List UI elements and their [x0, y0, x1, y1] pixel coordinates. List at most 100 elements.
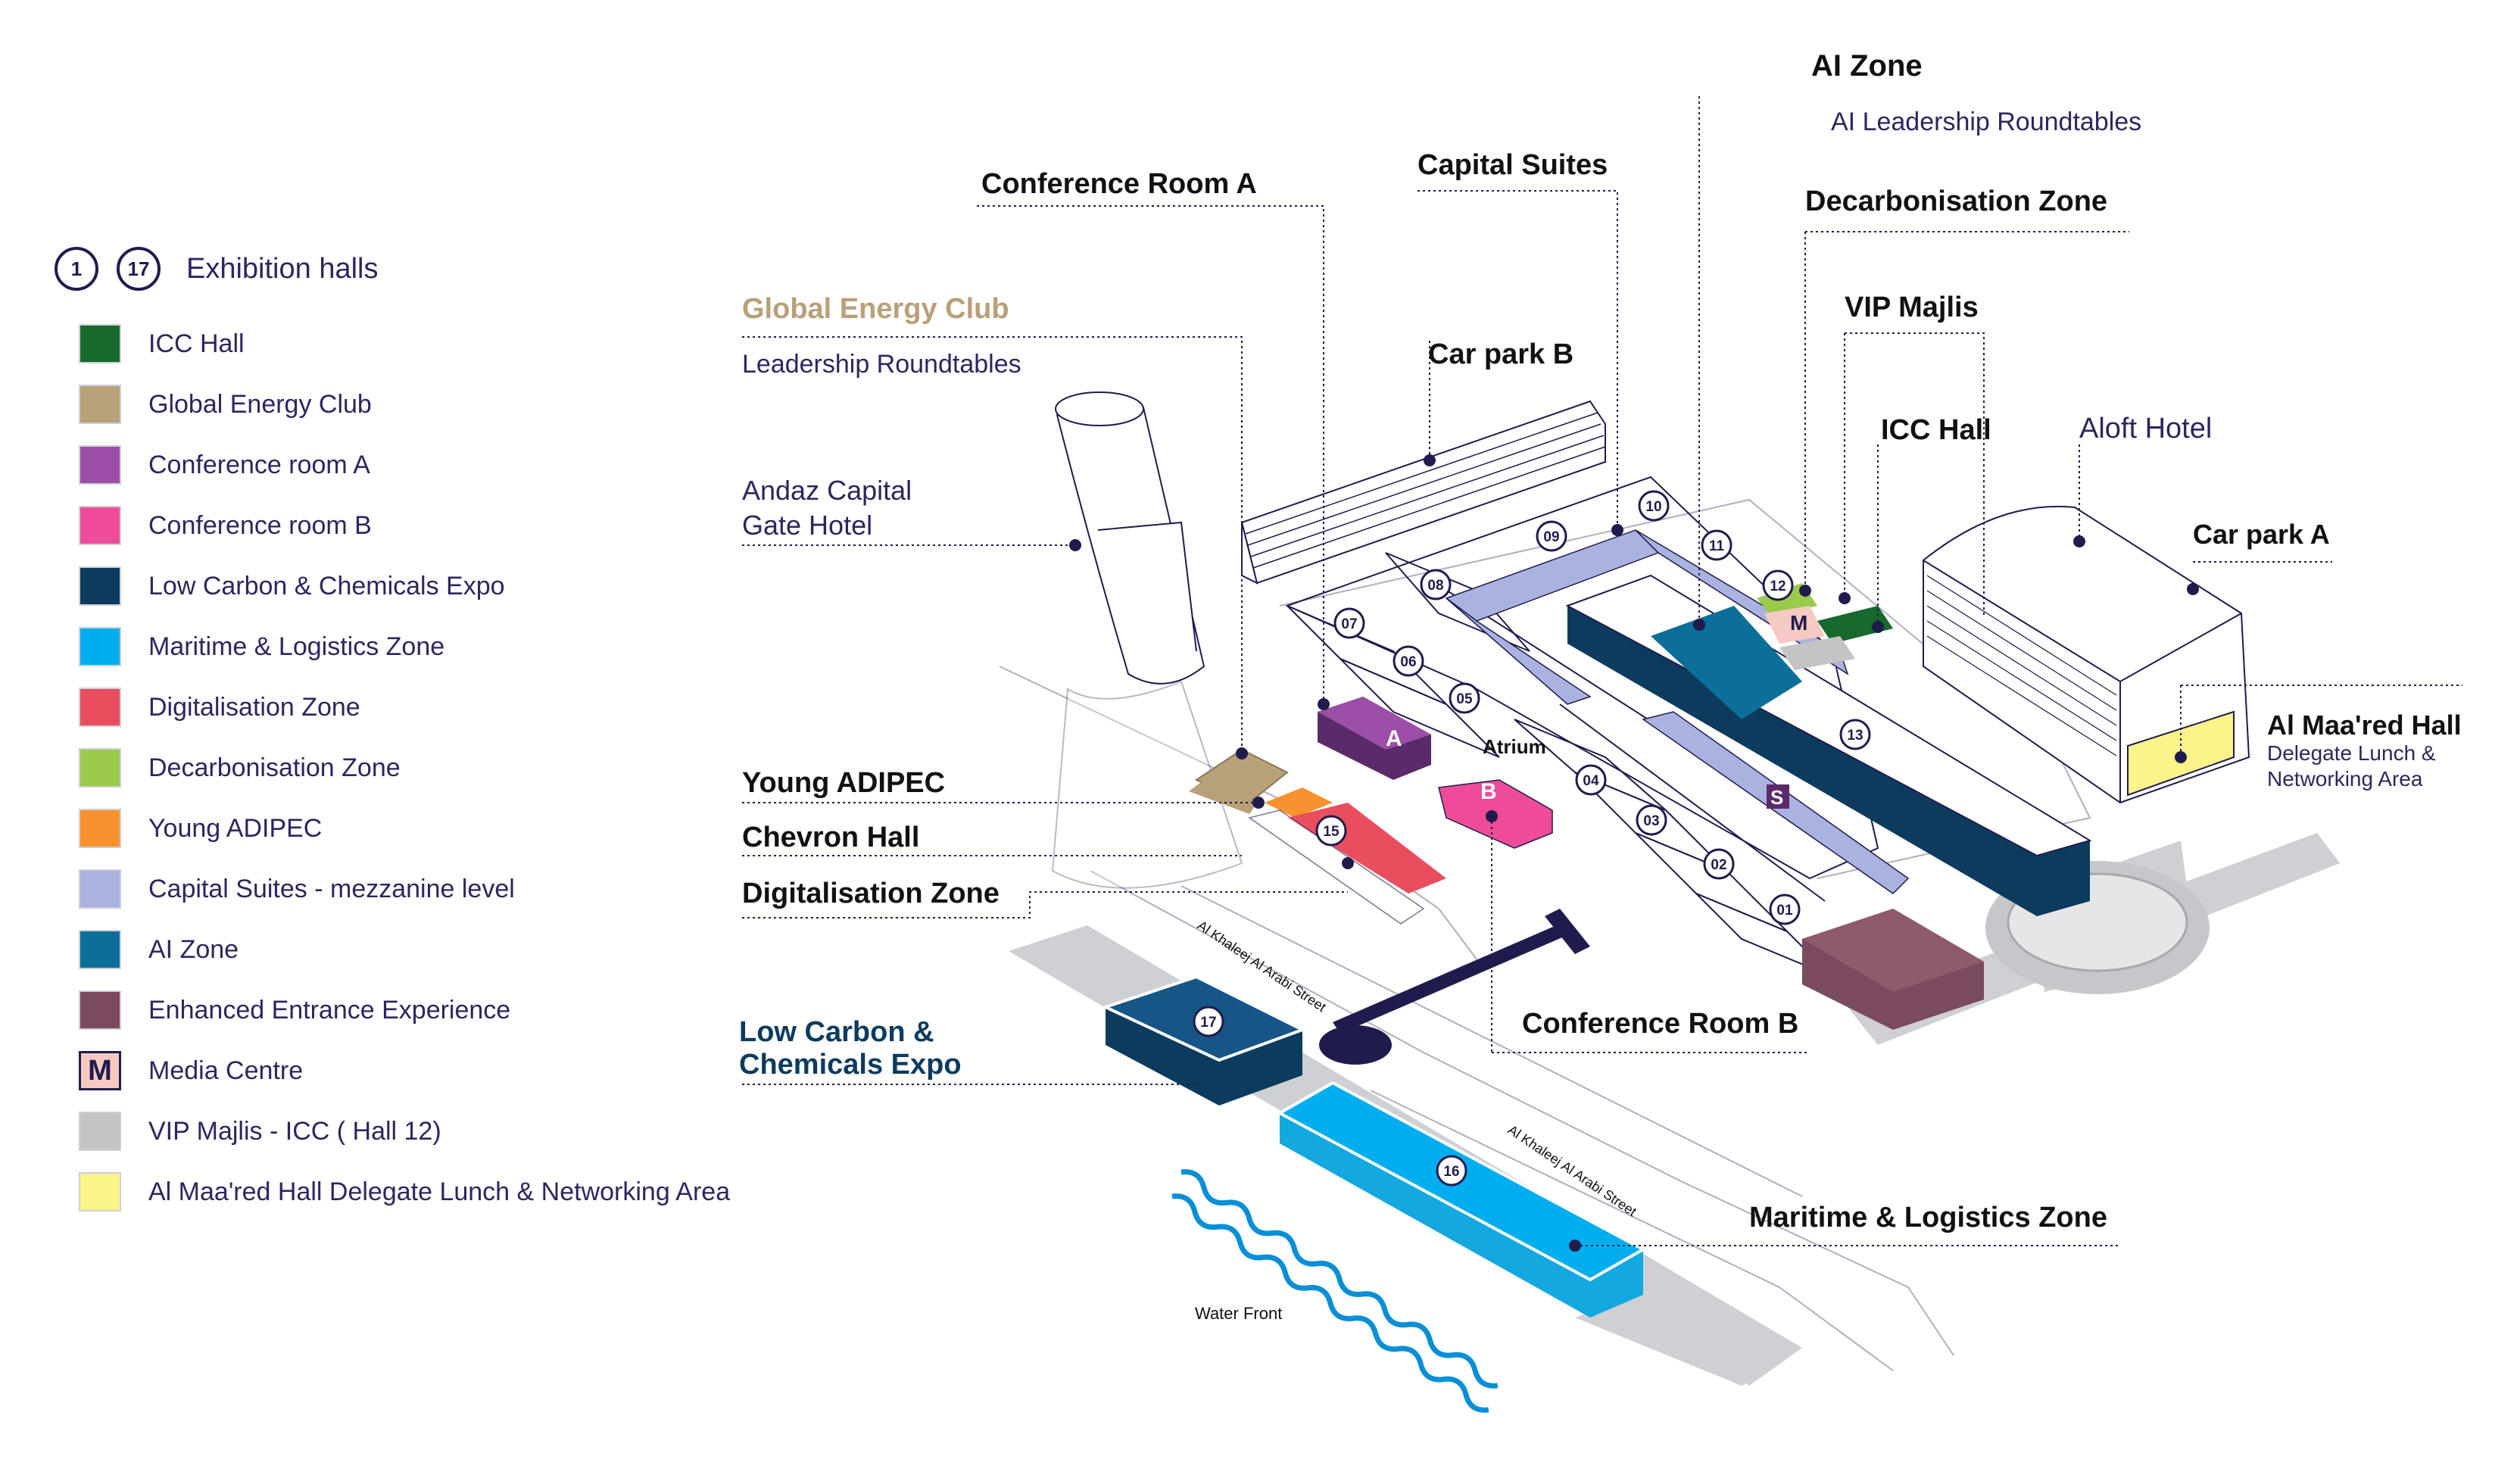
- capital-suites-label: Capital Suites: [1418, 149, 1608, 181]
- hall-number-icon: 1: [55, 247, 98, 291]
- legend-swatch: [79, 324, 121, 363]
- hall-number-circle: [1315, 815, 1347, 847]
- roads: [1009, 833, 2340, 1386]
- legend-item-vip-majlis: VIP Majlis - ICC ( Hall 12): [79, 1110, 441, 1152]
- media-centre-icon: M: [79, 1051, 121, 1090]
- legend-swatch: [79, 566, 121, 606]
- legend-item-icc-hall: ICC Hall: [79, 323, 245, 365]
- global-energy-club-label: Global Energy Club: [742, 293, 1009, 325]
- al-maared-sub1: Delegate Lunch &: [2267, 741, 2436, 765]
- al-maared-label: Al Maa'red Hall: [2267, 710, 2462, 741]
- room-b-marker: B: [1480, 779, 1497, 804]
- hall-number-label: 01: [1776, 903, 1793, 919]
- legend-item-conference-room-a: Conference room A: [79, 444, 370, 486]
- hall-number-circle: [1333, 607, 1365, 639]
- water-front-label: Water Front: [1195, 1304, 1282, 1323]
- hall-number-circle: [1638, 490, 1670, 522]
- legend-item-capital-suites: Capital Suites - mezzanine level: [79, 868, 515, 910]
- media-marker-bg: [1787, 610, 1810, 633]
- entrance-block: [1802, 909, 1984, 1030]
- legend-item-decarbonisation: Decarbonisation Zone: [79, 747, 401, 789]
- legend-swatch: [79, 385, 121, 424]
- decarbonisation-zone-label: Decarbonisation Zone: [1805, 186, 2107, 217]
- legend-swatch: [79, 688, 121, 727]
- legend-label: Al Maa'red Hall Delegate Lunch & Network…: [148, 1177, 731, 1206]
- hall-number-circle: [1769, 894, 1801, 925]
- car-park-b-building: [1240, 400, 1606, 585]
- hall-number-icon: 17: [117, 247, 161, 291]
- bridge: [1319, 909, 1590, 1065]
- legend-swatch: [79, 627, 121, 666]
- legend-label: ICC Hall: [148, 329, 245, 358]
- andaz-tower: [1051, 391, 1243, 889]
- legend-exhibition-halls: 1 17 Exhibition halls: [55, 247, 378, 291]
- hall-number-label: 16: [1443, 1164, 1459, 1180]
- conference-room-b-label: Conference Room B: [1522, 1008, 1798, 1040]
- hall-number-circle: [1449, 682, 1480, 714]
- legend-item-young-adipec: Young ADIPEC: [79, 807, 322, 850]
- media-marker: M: [1790, 611, 1807, 635]
- atrium-label: Atrium: [1483, 735, 1546, 758]
- block-markers: A B M S: [1386, 610, 1810, 809]
- low-carbon-label-line2: Chemicals Expo: [739, 1049, 962, 1081]
- hall-number-circle: [1575, 764, 1607, 796]
- s-marker-bg: [1767, 784, 1789, 809]
- icc-hall-label: ICC Hall: [1881, 414, 1991, 446]
- water-waves-icon: [1171, 1169, 1499, 1413]
- legend-label: Conference room B: [148, 510, 372, 540]
- legend-item-media-centre: M Media Centre: [79, 1050, 303, 1092]
- leadership-roundtables-label: Leadership Roundtables: [742, 350, 1021, 379]
- hall-number-label: 15: [1323, 824, 1340, 840]
- hall-number-label: 03: [1643, 813, 1659, 829]
- map-legend: 1 17 Exhibition halls ICC Hall Global En…: [0, 0, 730, 1287]
- legend-swatch: [79, 506, 121, 545]
- hall-number-label: 17: [1200, 1015, 1216, 1031]
- hall-number-label: 08: [1427, 578, 1443, 594]
- hall-number-circle: [1536, 520, 1567, 552]
- legend-label: Young ADIPEC: [148, 813, 323, 843]
- legend-item-digitalisation: Digitalisation Zone: [79, 686, 360, 728]
- hall-number-label: 13: [1847, 728, 1863, 744]
- hall-number-circle: [1703, 848, 1735, 880]
- legend-swatch: [79, 445, 121, 485]
- legend-label: Conference room A: [148, 450, 370, 479]
- hall-number-circle: [1636, 804, 1667, 836]
- legend-label: Global Energy Club: [148, 389, 372, 419]
- hall-number-label: 11: [1709, 538, 1725, 554]
- legend-item-entrance: Enhanced Entrance Experience: [79, 989, 510, 1031]
- al-maared-sub2: Networking Area: [2267, 767, 2423, 791]
- hall-number-label: 07: [1341, 616, 1357, 632]
- car-park-a-label: Car park A: [2193, 519, 2330, 550]
- legend-item-al-maared: Al Maa'red Hall Delegate Lunch & Network…: [79, 1171, 730, 1213]
- hall-number-label: 10: [1645, 499, 1661, 515]
- legend-label: AI Zone: [148, 934, 239, 964]
- s-marker: S: [1770, 786, 1783, 809]
- legend-swatch: [79, 1112, 121, 1151]
- maritime-zone-label: Maritime & Logistics Zone: [1749, 1202, 2107, 1234]
- legend-swatch: [79, 990, 121, 1030]
- hall-number-label: 12: [1770, 579, 1786, 594]
- chevron-hall-label: Chevron Hall: [742, 822, 919, 853]
- conference-room-a-block: [1318, 697, 1431, 780]
- hall-number-label: 04: [1583, 773, 1599, 789]
- legend-label: Media Centre: [148, 1056, 304, 1085]
- legend-label: Maritime & Logistics Zone: [148, 632, 445, 661]
- hall-number-circle: [1839, 719, 1871, 750]
- andaz-label-line1: Andaz Capital: [742, 475, 912, 506]
- digitalisation-zone-label: Digitalisation Zone: [742, 878, 1000, 909]
- legend-swatch: [79, 809, 121, 848]
- hall-number-label: 05: [1456, 691, 1473, 707]
- hall-number-label: 02: [1711, 857, 1726, 873]
- legend-label: VIP Majlis - ICC ( Hall 12): [148, 1116, 441, 1146]
- legend-label: Capital Suites - mezzanine level: [148, 874, 515, 903]
- car-park-b-label: Car park B: [1428, 338, 1573, 370]
- callout-leaders: [742, 96, 2462, 1246]
- hall-number-circle: [1762, 569, 1794, 601]
- hall-number-circle: [1436, 1155, 1467, 1187]
- legend-item-conference-room-b: Conference room B: [79, 504, 372, 547]
- hall-number-circle: [1420, 569, 1452, 600]
- legend-swatch: [79, 748, 121, 788]
- legend-swatch: [79, 930, 121, 969]
- legend-swatch: [79, 1172, 121, 1212]
